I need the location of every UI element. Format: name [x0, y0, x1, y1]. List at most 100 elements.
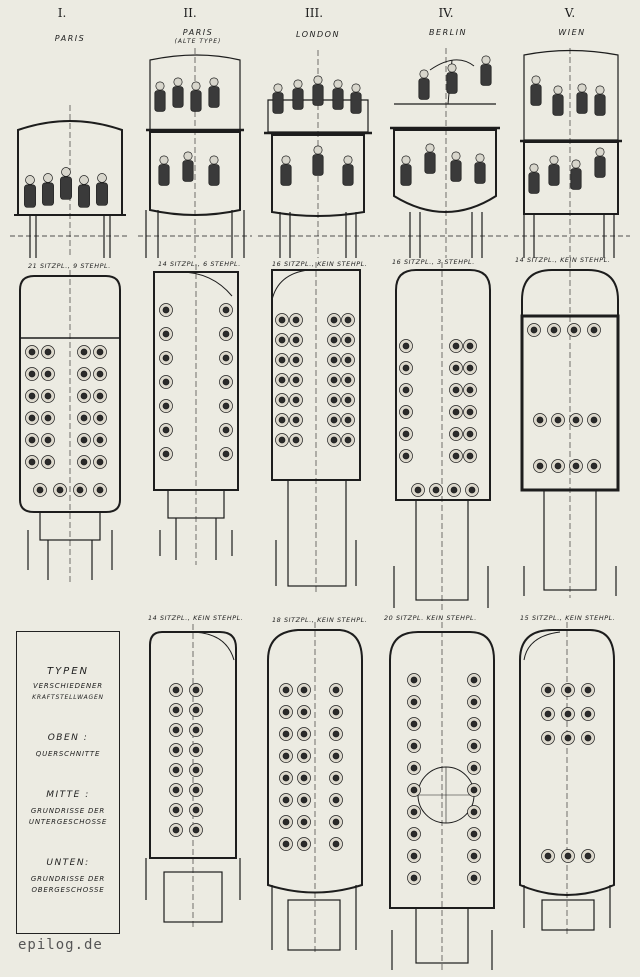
figure-london-5-head	[281, 155, 291, 165]
figure-berlin-3-head	[401, 155, 411, 165]
seat-lower-berlin-r-5-1-dot	[466, 452, 474, 460]
seat-lower-wien-bot-0-3-dot	[590, 462, 598, 470]
seat-lower-wien-bot-0-1-dot	[554, 462, 562, 470]
figure-berlin-6-head	[475, 153, 485, 163]
seat-lower-berlin-r-1-0-dot	[452, 364, 460, 372]
figure-london-4-head	[351, 83, 361, 93]
seat-lower-london-l-3-0-dot	[278, 376, 286, 384]
figure-wien-6-head	[571, 159, 581, 169]
seat-lower-london-r-5-1-dot	[344, 416, 352, 424]
figure-wien-6-body	[570, 168, 582, 190]
seat-lower-parisold-l-1-0-dot	[162, 330, 170, 338]
seat-upper-parisold-1-1-dot	[192, 706, 200, 714]
seat-lower-paris-l-0-1-dot	[44, 348, 52, 356]
seat-upper-berlin-r-9-0-dot	[470, 874, 478, 882]
seat-upper-parisold-4-1-dot	[192, 766, 200, 774]
seat-upper-london-l-5-1-dot	[300, 796, 308, 804]
upper-seating-note-2: 14 SITZPL., KEIN STEHPL.	[148, 614, 244, 622]
seat-lower-berlin-r-2-1-dot	[466, 386, 474, 394]
seat-upper-berlin-r-4-0-dot	[470, 764, 478, 772]
seat-upper-london-r-0-0-dot	[332, 686, 340, 694]
figure-parisold-3-head	[209, 77, 219, 87]
seat-lower-london-r-4-1-dot	[344, 396, 352, 404]
legend-oben-label: OBEN :	[47, 733, 89, 743]
figure-paris-1-body	[42, 182, 54, 206]
seat-lower-london-l-0-1-dot	[292, 316, 300, 324]
seat-upper-berlin-l-3-0-dot	[410, 742, 418, 750]
seat-lower-wien-mid-0-1-dot	[554, 416, 562, 424]
figure-paris-4-body	[96, 182, 108, 206]
figure-paris-0-head	[25, 175, 35, 185]
figure-berlin-1-head	[447, 63, 457, 73]
seat-lower-berlin-r-5-0-dot	[452, 452, 460, 460]
seat-lower-paris-rear-0-0-dot	[36, 486, 44, 494]
figure-paris-3-head	[79, 175, 89, 185]
figure-parisold-4-body	[158, 164, 170, 186]
seat-lower-paris-l-5-0-dot	[28, 458, 36, 466]
seat-lower-paris-rear-0-1-dot	[56, 486, 64, 494]
seat-upper-berlin-l-8-0-dot	[410, 852, 418, 860]
cross-section-paris-old	[138, 48, 252, 258]
seat-upper-london-l-2-0-dot	[282, 730, 290, 738]
city-label-wien: WIEN	[558, 28, 586, 37]
figure-parisold-4-head	[159, 155, 169, 165]
seat-lower-wien-mid-0-0-dot	[536, 416, 544, 424]
seat-lower-london-r-3-1-dot	[344, 376, 352, 384]
figure-paris-1-head	[43, 173, 53, 183]
seat-upper-parisold-7-1-dot	[192, 826, 200, 834]
seat-upper-london-l-2-1-dot	[300, 730, 308, 738]
seat-upper-parisold-0-1-dot	[192, 686, 200, 694]
figure-london-2-body	[312, 84, 324, 106]
seat-lower-parisold-r-5-0-dot	[222, 426, 230, 434]
legend-unten-label: UNTEN:	[46, 858, 90, 868]
figure-london-3-head	[333, 79, 343, 89]
seat-upper-london-l-3-1-dot	[300, 752, 308, 760]
seat-lower-london-r-5-0-dot	[330, 416, 338, 424]
seat-lower-berlin-rear-0-2-dot	[450, 486, 458, 494]
seat-lower-london-r-0-1-dot	[344, 316, 352, 324]
seat-lower-london-l-0-0-dot	[278, 316, 286, 324]
seat-lower-london-l-4-1-dot	[292, 396, 300, 404]
city-label-paris: PARIS	[54, 34, 86, 43]
figure-wien-1-body	[552, 94, 564, 116]
seat-lower-wien-mid-0-3-dot	[590, 416, 598, 424]
seat-lower-paris-r-1-1-dot	[96, 370, 104, 378]
seat-upper-london-l-6-0-dot	[282, 818, 290, 826]
legend-unten-text-1: GRUNDRISSE DER	[30, 875, 106, 883]
seat-upper-berlin-l-7-0-dot	[410, 830, 418, 838]
figure-parisold-1-body	[172, 86, 184, 108]
seat-upper-london-r-2-0-dot	[332, 730, 340, 738]
seat-lower-paris-l-1-0-dot	[28, 370, 36, 378]
seat-lower-parisold-r-6-0-dot	[222, 450, 230, 458]
seat-upper-berlin-l-0-0-dot	[410, 676, 418, 684]
column-numeral-4: IV.	[438, 6, 454, 20]
seat-lower-paris-r-1-0-dot	[80, 370, 88, 378]
seat-lower-paris-r-4-0-dot	[80, 436, 88, 444]
figure-london-5-body	[280, 164, 292, 186]
seat-upper-london-l-5-0-dot	[282, 796, 290, 804]
figure-berlin-5-body	[450, 160, 462, 182]
figure-wien-7-body	[594, 156, 606, 178]
seat-lower-berlin-r-0-0-dot	[452, 342, 460, 350]
seat-lower-paris-r-0-1-dot	[96, 348, 104, 356]
lower-seating-note-3: 16 SITZPL., KEIN STEHPL.	[272, 260, 368, 268]
seat-lower-berlin-r-1-1-dot	[466, 364, 474, 372]
cross-section-berlin	[384, 48, 508, 258]
seat-lower-berlin-r-3-1-dot	[466, 408, 474, 416]
seat-upper-parisold-6-0-dot	[172, 806, 180, 814]
seat-upper-berlin-r-2-0-dot	[470, 720, 478, 728]
figure-wien-0-body	[530, 84, 542, 106]
column-numeral-1: I.	[57, 6, 67, 20]
lower-seating-note-5: 14 SITZPL., KEIN STEHPL.	[515, 256, 611, 264]
figure-paris-0-body	[24, 184, 36, 208]
figure-paris-3-body	[78, 184, 90, 208]
figure-wien-3-head	[595, 85, 605, 95]
figure-london-6-body	[312, 154, 324, 176]
figure-wien-4-head	[529, 163, 539, 173]
seat-upper-wien-1-0-dot	[544, 710, 552, 718]
seat-lower-berlin-l-4-0-dot	[402, 430, 410, 438]
seat-lower-paris-l-5-1-dot	[44, 458, 52, 466]
seat-upper-london-r-5-0-dot	[332, 796, 340, 804]
seat-upper-london-l-4-0-dot	[282, 774, 290, 782]
